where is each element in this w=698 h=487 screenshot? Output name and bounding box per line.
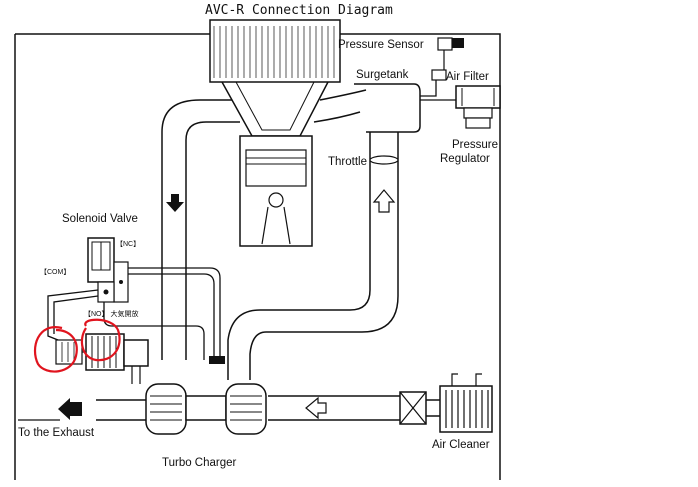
label-pressure-sensor: Pressure Sensor xyxy=(338,39,424,51)
label-air-filter: Air Filter xyxy=(446,71,489,83)
diagram-title: AVC-R Connection Diagram xyxy=(205,3,393,18)
flow-up-arrow-icon xyxy=(372,189,396,213)
turbo-outlet-pipe xyxy=(227,309,261,380)
throttle-body xyxy=(369,155,399,165)
label-nc: 【NC】 xyxy=(116,240,140,248)
surgetank xyxy=(354,83,421,133)
label-pressure-regulator-line1: Pressure xyxy=(452,139,498,151)
hose-nc-2 xyxy=(128,273,215,360)
hose-com-2 xyxy=(53,295,99,334)
air-cleaner-connector xyxy=(399,391,440,425)
solenoid-valve xyxy=(87,237,129,303)
intake-runner xyxy=(221,81,329,137)
label-solenoid-valve: Solenoid Valve xyxy=(62,213,138,225)
turbo-charger xyxy=(145,383,267,435)
plenum-to-surgetank-pipe-lower xyxy=(313,111,361,123)
label-pressure-regulator-line2: Regulator xyxy=(440,153,490,165)
intake-plenum xyxy=(209,19,341,83)
throttle-pipe-left xyxy=(260,132,371,311)
wastegate-actuator xyxy=(85,333,149,384)
turbo-outlet-pipe-inner xyxy=(249,331,267,380)
label-surgetank: Surgetank xyxy=(356,69,409,81)
highlight-circle-actuator xyxy=(80,318,121,362)
throttle-pipe-right xyxy=(266,132,399,333)
engine-cylinder xyxy=(239,135,313,247)
label-throttle: Throttle xyxy=(328,156,367,168)
intercooler-pipe-outer xyxy=(161,99,232,360)
label-no: 【NO】 大気開放 xyxy=(84,309,138,318)
flow-down-arrow-icon xyxy=(166,194,184,212)
intake-runner-inner xyxy=(235,81,315,131)
pressure-sensor xyxy=(431,37,464,81)
label-to-the-exhaust: To the Exhaust xyxy=(18,427,95,439)
label-turbo-charger: Turbo Charger xyxy=(162,457,237,469)
frame-border xyxy=(15,33,501,480)
hose-nc xyxy=(128,267,221,360)
flow-left-arrow-icon xyxy=(305,396,327,420)
intercooler-pipe-inner xyxy=(185,121,240,360)
exhaust-arrow-icon xyxy=(58,398,82,420)
label-air-cleaner: Air Cleaner xyxy=(432,439,490,451)
highlight-circle-restrictor xyxy=(33,326,78,373)
label-com: 【COM】 xyxy=(40,268,70,276)
pressure-regulator xyxy=(455,85,501,129)
sensor-hose xyxy=(420,80,437,97)
air-cleaner xyxy=(439,373,493,433)
plenum-to-surgetank-pipe xyxy=(319,89,367,101)
hose-com xyxy=(47,289,99,341)
hose-connector xyxy=(209,356,225,364)
